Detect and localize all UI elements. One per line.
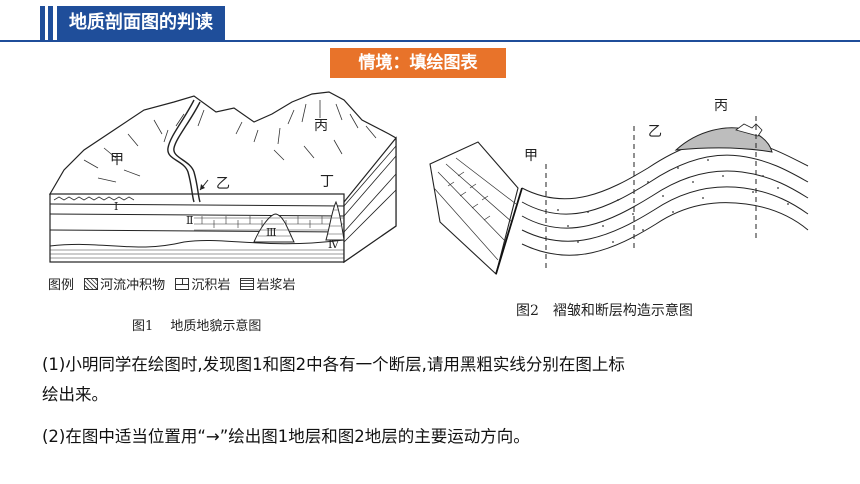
fig1-alluvium-layer: [53, 196, 135, 201]
legend-magmatic: 岩浆岩: [256, 278, 296, 293]
fig1-magma-iv: [325, 200, 345, 241]
alluvium-swatch-icon: [84, 278, 99, 290]
legend-sedimentary: 沉积岩: [191, 278, 231, 293]
fig1-hachures: [83, 100, 377, 183]
header-accent-bar: [48, 6, 53, 40]
fig1-label-ding: 丁: [320, 174, 334, 190]
fig1-label-i: Ⅰ: [114, 200, 118, 213]
legend-alluvium: 河流冲积物: [100, 278, 166, 293]
sedimentary-swatch-icon: [175, 278, 190, 290]
scene-tag: 情境：填绘图表: [330, 48, 506, 78]
fig1-strata: [49, 203, 345, 248]
fig2-bing-gray-cap: [674, 127, 773, 153]
fig2-left-block: [429, 141, 519, 276]
fig2-label-bing: 丙: [714, 98, 728, 114]
magmatic-swatch-icon: [240, 278, 255, 290]
figure2-caption: 图2 褶皱和断层构造示意图: [516, 303, 693, 319]
fig1-river: [167, 99, 195, 203]
fig2-fold-layers: [521, 138, 809, 256]
header-accent-bar: [40, 6, 45, 40]
figure1-landform-diagram: 甲 乙 丙 丁 Ⅰ Ⅱ Ⅲ Ⅳ: [48, 91, 397, 264]
fig1-label-yi: 乙: [216, 176, 230, 192]
fig2-fault-line: [495, 187, 523, 275]
figure1-caption: 图1 地质地貌示意图: [132, 319, 262, 334]
fig1-legend: 图例 河流冲积物 沉积岩 岩浆岩: [48, 274, 301, 293]
legend-prefix: 图例: [48, 278, 75, 293]
fig2-dashed-markers: [545, 116, 757, 268]
fig1-label-jia: 甲: [110, 152, 124, 168]
fig1-label-ii: Ⅱ: [186, 214, 193, 227]
fig2-label-jia: 甲: [524, 148, 538, 164]
question-1-line-2: 绘出来。: [42, 385, 108, 404]
section-title: 地质剖面图的判读: [57, 6, 225, 40]
question-2: (2)在图中适当位置用“→”绘出图1地层和图2地层的主要运动方向。: [42, 427, 530, 446]
fig1-label-iii: Ⅲ: [266, 226, 277, 239]
header-underline: [0, 40, 860, 42]
figure2-fold-fault-diagram: 甲 乙 丙: [429, 98, 809, 276]
fig2-rock-dots: [557, 159, 789, 243]
fig1-bottom-band: [50, 249, 344, 259]
fig1-label-iv: Ⅳ: [328, 238, 340, 251]
fig2-label-yi: 乙: [648, 124, 662, 140]
fig1-magma-iii: [253, 213, 295, 243]
fig1-label-bing: 丙: [314, 118, 328, 134]
question-1-line-1: (1)小明同学在绘图时,发现图1和图2中各有一个断层,请用黑粗实线分别在图上标: [42, 355, 625, 374]
